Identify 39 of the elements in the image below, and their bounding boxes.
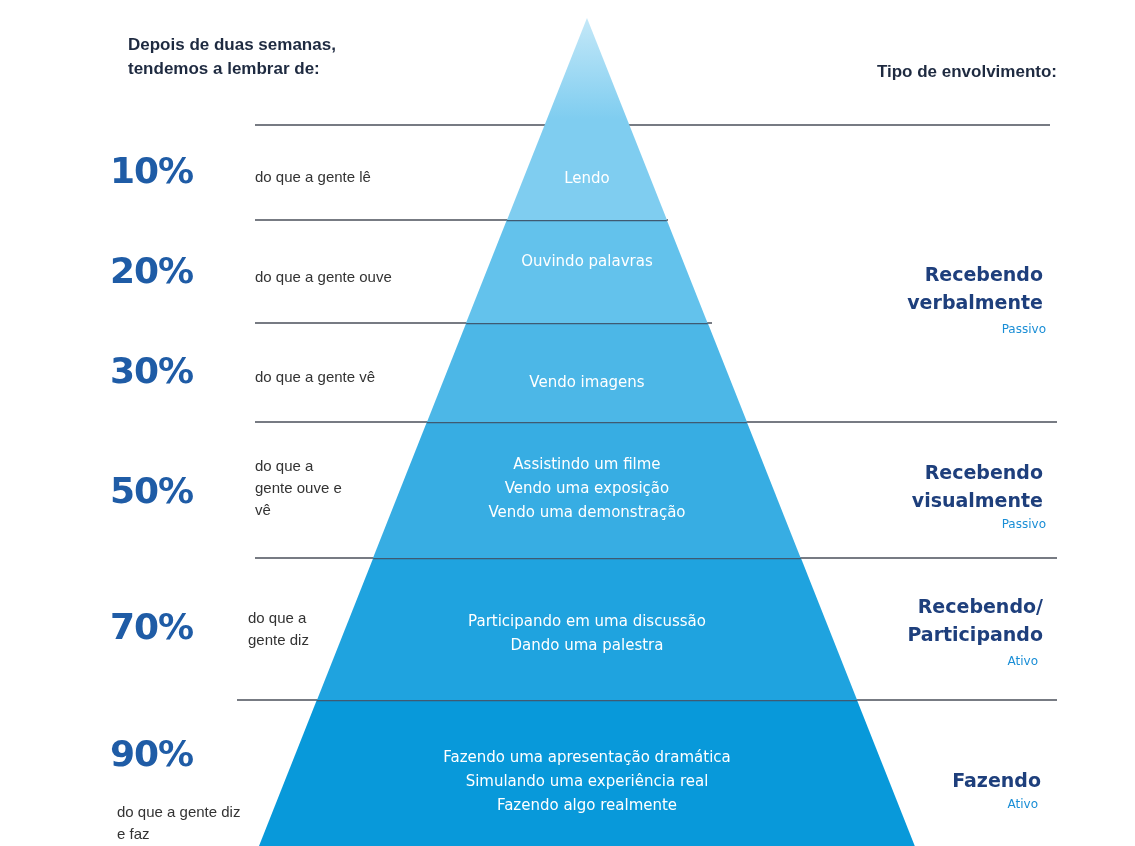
pyramid-tier bbox=[259, 700, 915, 846]
pyramid-tier bbox=[316, 558, 858, 700]
tier-label: Participando em uma discussão bbox=[468, 611, 706, 632]
description: do que a gente diz e faz bbox=[117, 802, 242, 844]
tier-label: Simulando uma experiência real bbox=[465, 771, 709, 792]
tier-label: Fazendo algo realmente bbox=[496, 795, 678, 816]
pyramid-tier bbox=[507, 18, 667, 220]
engagement-mode: Ativo bbox=[1007, 653, 1038, 669]
engagement-mode: Passivo bbox=[1001, 321, 1046, 337]
percentage: 30% bbox=[110, 350, 194, 392]
engagement-mode: Ativo bbox=[1007, 796, 1038, 812]
engagement-mode: Passivo bbox=[1001, 516, 1046, 532]
tier-label: Ouvindo palavras bbox=[521, 251, 653, 272]
tier-label: Vendo uma demonstração bbox=[488, 502, 686, 523]
engagement-type: Recebendo visualmente bbox=[910, 460, 1043, 513]
description: do que a gente ouve e vê bbox=[255, 456, 343, 520]
description: do que a gente ouve bbox=[255, 267, 392, 287]
engagement-type: Recebendo/ Participando bbox=[906, 594, 1043, 647]
pyramid-tier bbox=[373, 422, 801, 558]
tier-label: Lendo bbox=[564, 168, 610, 189]
percentage: 50% bbox=[110, 470, 194, 512]
description: do que a gente vê bbox=[255, 367, 376, 387]
tier-label: Assistindo um filme bbox=[513, 454, 661, 475]
percentage: 70% bbox=[110, 606, 194, 648]
percentage: 20% bbox=[110, 250, 194, 292]
tier-label: Fazendo uma apresentação dramática bbox=[443, 747, 731, 768]
description: do que a gente lê bbox=[255, 167, 371, 187]
tier-label: Dando uma palestra bbox=[510, 635, 664, 656]
pyramid-tier bbox=[427, 323, 747, 422]
engagement-type: Fazendo bbox=[952, 768, 1041, 793]
tier-label: Vendo imagens bbox=[529, 372, 645, 393]
description: do que a gente diz bbox=[248, 608, 310, 650]
engagement-type: Recebendo verbalmente bbox=[906, 262, 1043, 315]
percentage: 90% bbox=[110, 733, 194, 775]
tier-label: Vendo uma exposição bbox=[504, 478, 670, 499]
percentage: 10% bbox=[110, 150, 194, 192]
heading: Depois de duas semanas, tendemos a lembrar de: bbox=[128, 34, 337, 80]
pyramid-tier bbox=[466, 220, 708, 323]
heading: Tipo de envolvimento: bbox=[876, 61, 1057, 83]
